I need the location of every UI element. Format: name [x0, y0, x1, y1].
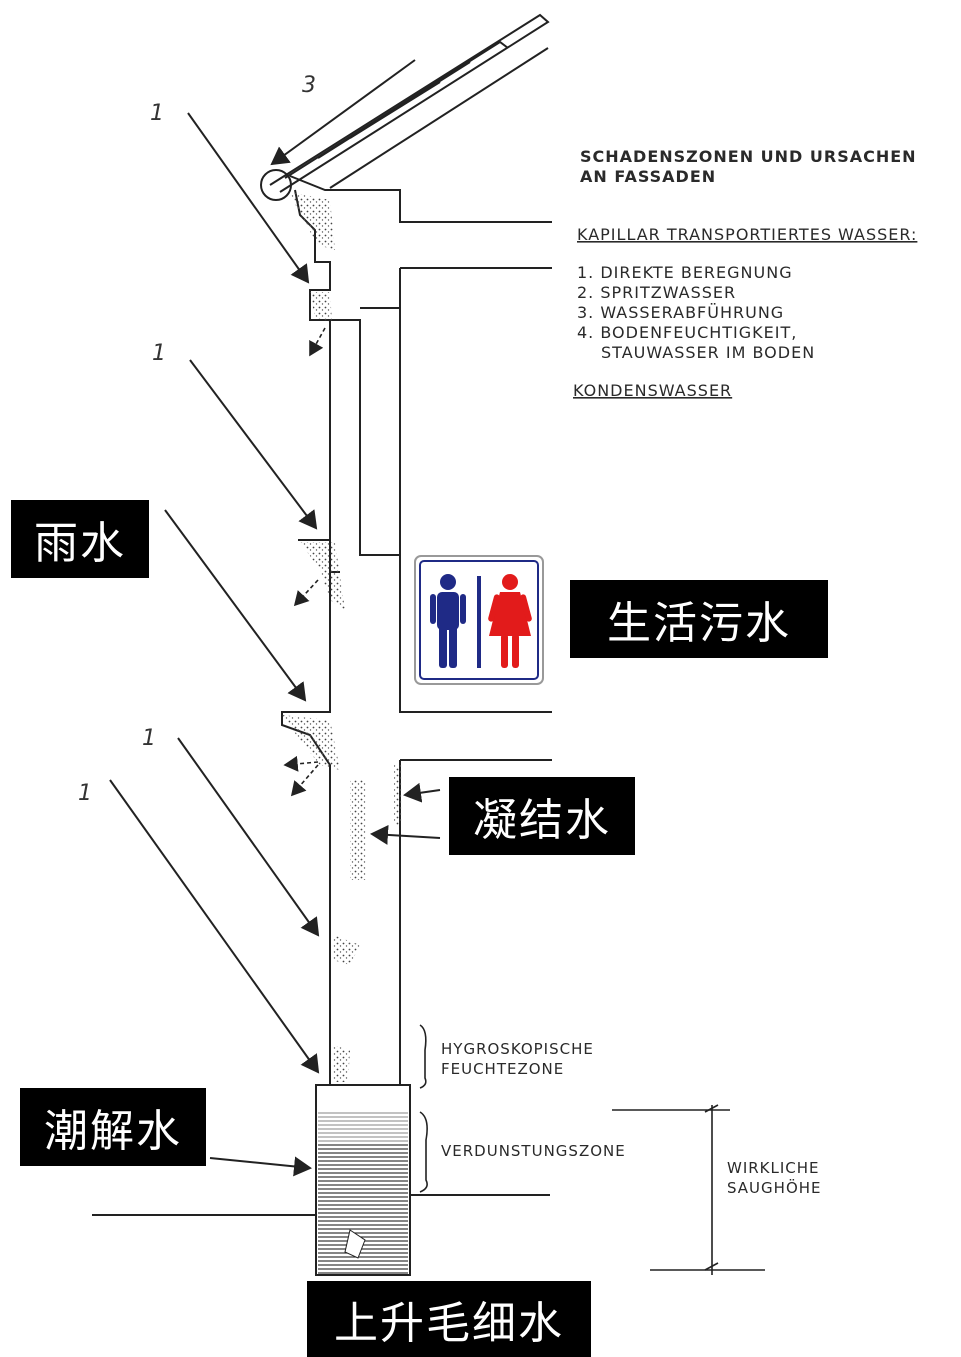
zone-evaporation: VERDUNSTUNGSZONE: [441, 1142, 626, 1160]
legend-item-4b: STAUWASSER IM BODEN: [601, 343, 815, 362]
damage-stipple: [282, 192, 402, 1082]
legend-capillary-heading: KAPILLAR TRANSPORTIERTES WASSER:: [577, 225, 917, 244]
base-hatching: [318, 1112, 408, 1275]
legend-item-4: 4. BODENFEUCHTIGKEIT,: [577, 323, 797, 342]
marker-1-upper: 1: [152, 341, 166, 366]
roof-downpipe-arrow: [270, 59, 416, 166]
legend-item-3: 3. WASSERABFÜHRUNG: [577, 303, 784, 322]
zone-brackets: [419, 1024, 765, 1275]
label-rainwater: 雨水: [11, 500, 149, 578]
label-condensation-water: 凝结水: [449, 777, 635, 855]
marker-1-low: 1: [78, 781, 92, 806]
female-figure-icon: [488, 574, 532, 668]
roof: [260, 13, 552, 223]
label-hygroscopic-water: 潮解水: [20, 1088, 206, 1166]
marker-1-mid: 1: [142, 726, 156, 751]
diagram-title-line2: AN FASSADEN: [580, 167, 716, 186]
rain-arrows: [109, 112, 441, 1177]
male-figure-icon: [430, 574, 466, 668]
diagram-title-line1: SCHADENSZONEN UND URSACHEN: [580, 147, 917, 166]
sign-divider: [477, 576, 481, 668]
marker-1-top: 1: [150, 101, 164, 126]
restroom-sign-icon: [414, 555, 544, 685]
legend-item-1: 1. DIREKTE BEREGNUNG: [577, 263, 793, 282]
zone-suction-line2: SAUGHÖHE: [727, 1178, 822, 1197]
splash-arrows: [283, 327, 326, 797]
legend-item-2: 2. SPRITZWASSER: [577, 283, 736, 302]
zone-suction-line1: WIRKLICHE: [727, 1159, 820, 1177]
legend-condensate-heading: KONDENSWASSER: [573, 381, 732, 400]
label-domestic-sewage: 生活污水: [570, 580, 828, 658]
marker-3: 3: [302, 73, 316, 98]
zone-hygro-line2: FEUCHTEZONE: [441, 1060, 564, 1078]
label-rising-capillary-water: 上升毛细水: [307, 1281, 591, 1357]
zone-hygro-line1: HYGROSKOPISCHE: [441, 1040, 594, 1058]
